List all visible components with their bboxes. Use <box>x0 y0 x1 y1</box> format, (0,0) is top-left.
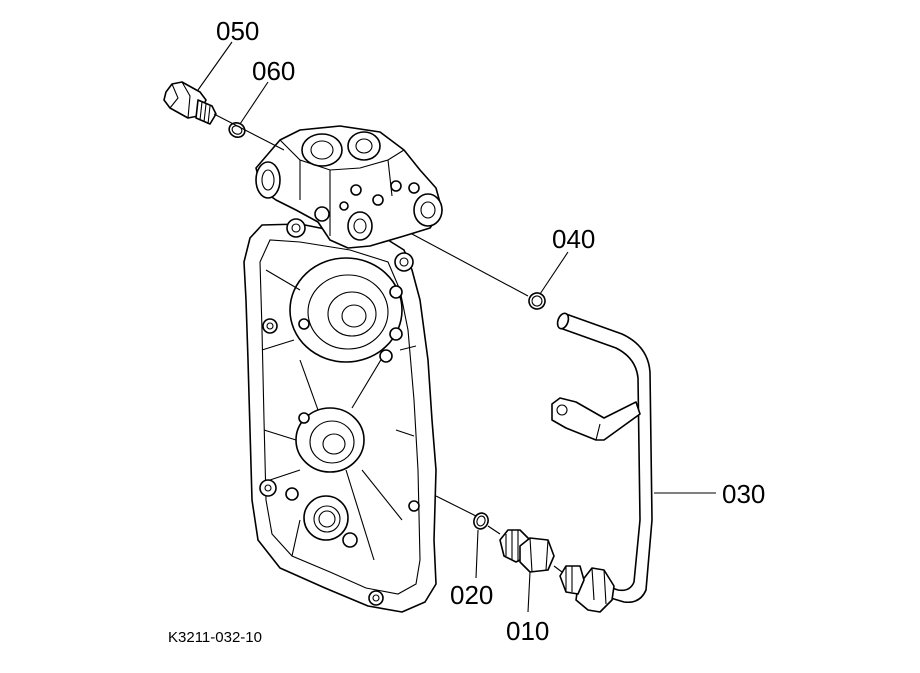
callout-010: 010 <box>506 616 549 646</box>
figure-reference: K3211-032-10 <box>168 629 262 646</box>
callout-040: 040 <box>552 224 595 254</box>
callout-030: 030 <box>722 479 765 509</box>
leader-lines <box>197 41 716 613</box>
callout-050: 050 <box>216 16 259 46</box>
assembly-lines <box>213 113 563 573</box>
part-020-o-ring <box>473 512 489 530</box>
callout-060: 060 <box>252 56 295 86</box>
part-010-adapter <box>499 529 555 573</box>
valve-block <box>255 125 443 249</box>
part-030-pipe <box>551 312 653 613</box>
callout-020: 020 <box>450 580 493 610</box>
gear-case-housing <box>243 218 437 613</box>
part-040-o-ring <box>528 292 546 310</box>
part-050-fitting <box>163 81 217 125</box>
